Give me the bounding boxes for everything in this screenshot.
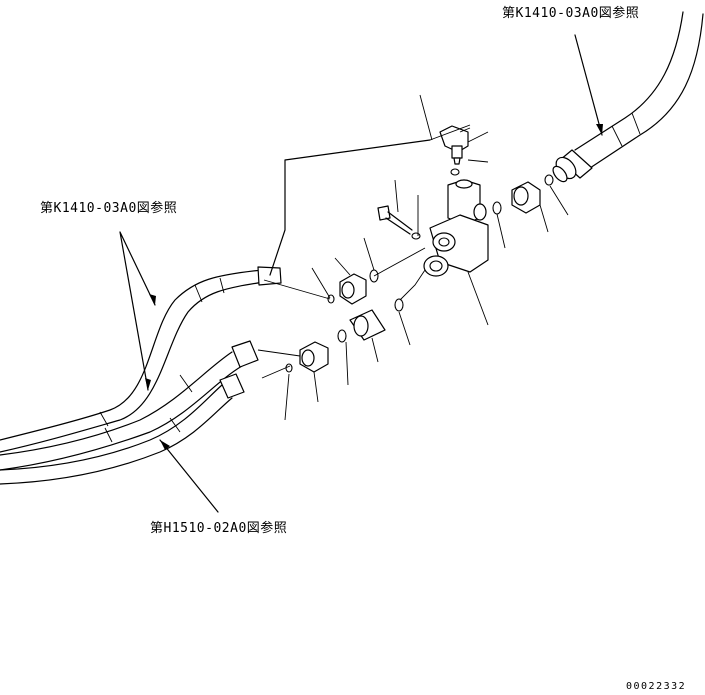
reference-label-left: 第K1410-03A0図参照 <box>40 201 178 216</box>
adapter-lower-left <box>285 341 329 373</box>
leader-bottom <box>159 439 219 513</box>
hose-bundle-left <box>0 266 282 485</box>
hose-top-right <box>552 11 704 183</box>
o-ring <box>450 168 460 176</box>
leader-top-right <box>574 34 603 136</box>
reference-label-bottom: 第H1510-02A0図参照 <box>150 521 288 536</box>
adapter-right <box>492 174 554 215</box>
sleeve <box>337 298 404 343</box>
elbow-fitting <box>439 125 471 165</box>
reference-label-top-right: 第K1410-03A0図参照 <box>502 6 640 21</box>
o-ring-right <box>492 201 502 215</box>
leader-left <box>119 231 156 391</box>
adapter-upper-left <box>327 269 379 305</box>
bolt <box>377 205 421 240</box>
o-ring-far-right <box>544 174 554 186</box>
drawing-number: 00022332 <box>626 681 687 692</box>
manifold-block <box>423 179 489 277</box>
